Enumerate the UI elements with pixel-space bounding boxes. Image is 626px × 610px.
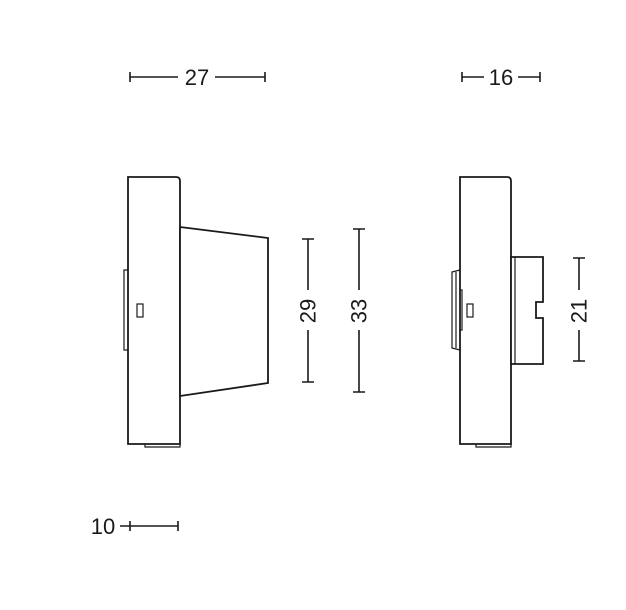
front-view-plate [127,176,181,445]
front-view-taper [179,225,269,398]
dimension-width-side: 16 [461,65,541,90]
side-view-foot [475,444,512,448]
front-view [123,176,269,448]
dimension-depth-base: 10 [91,514,179,539]
side-view [451,176,544,448]
dimension-width-side-label: 16 [489,65,513,90]
dimension-height-side: 21 [567,257,592,362]
front-view-slot [136,303,144,318]
dimension-height-side-label: 21 [567,299,592,323]
side-view-plate [459,176,512,445]
side-view-block [510,256,544,365]
side-view-slot [466,303,474,318]
dimension-height-inner: 29 [296,238,321,383]
dimension-height-inner-label: 29 [296,299,321,323]
front-view-clip [123,269,128,351]
dimension-width-front-label: 27 [185,65,209,90]
side-view-clip [451,269,463,351]
dimension-depth-base-label: 10 [91,514,115,539]
front-view-foot [144,444,181,448]
dimension-height-outer: 33 [347,228,372,393]
dimension-width-front: 27 [129,65,266,90]
dimension-height-outer-label: 33 [347,299,372,323]
